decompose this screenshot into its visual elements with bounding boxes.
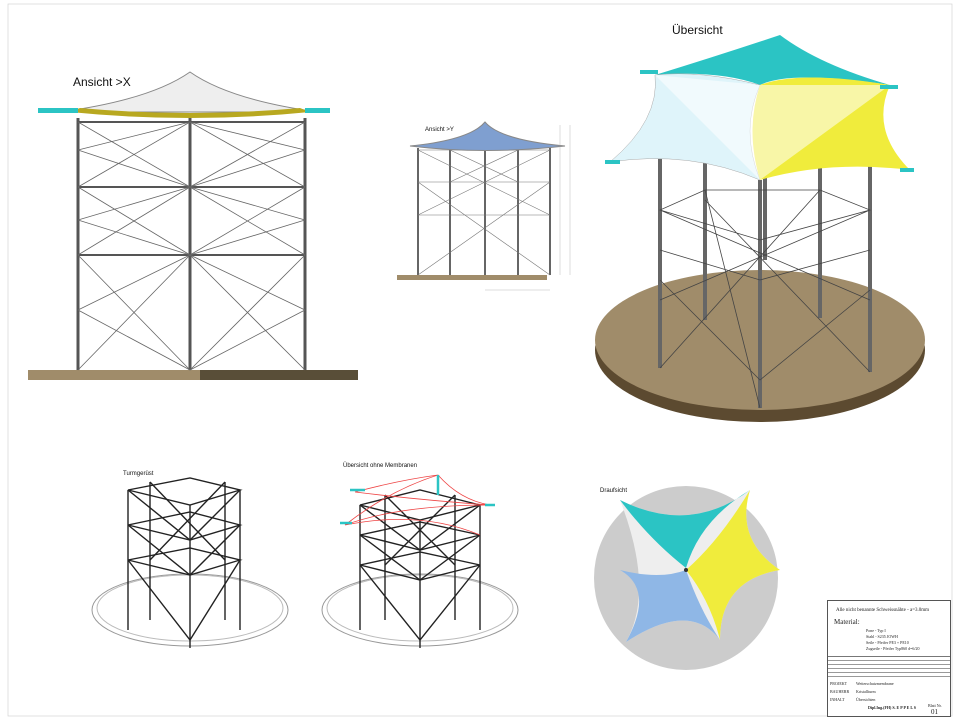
label-no-membranes: Übersicht ohne Membranen [343, 463, 418, 469]
view-front-y [397, 121, 571, 291]
project-value: Wetterschutzmembrane [856, 681, 894, 686]
view-overview [595, 35, 925, 422]
label-tower: Turmgerüst [123, 471, 154, 477]
sheet-number: 01 [931, 708, 938, 716]
label-front-y: Ansicht >Y [425, 127, 454, 133]
material-item: Pone - Typ I [866, 628, 886, 633]
sheet-label: Blatt Nr. [928, 703, 942, 708]
client-label: BAUHERR [830, 689, 850, 694]
engineer: Dipl.Ing.(FH) S. E P P E L S [868, 705, 917, 710]
ground-slab [28, 370, 358, 380]
client-value: Kristallturm [856, 689, 876, 694]
material-heading: Material: [834, 618, 860, 626]
material-item: Zugseile - Pfeifer Typ860 d=6/20 [866, 646, 920, 651]
view-tower [91, 477, 289, 648]
material-item: Seile - Pfeifer PE3 + PE10 [866, 640, 909, 645]
material-item: Stahl - S235 JOWH [866, 634, 898, 639]
label-front-x: Ansicht >X [73, 75, 131, 89]
view-front-x [28, 71, 358, 380]
label-top: Draufsicht [600, 488, 628, 494]
project-label: PROJEKT [830, 681, 848, 686]
content-label: INHALT [830, 697, 845, 702]
title-block: Alle nicht benannte Schweissnähte - a=3.… [827, 600, 951, 717]
view-top [594, 486, 780, 670]
label-overview: Übersicht [672, 23, 723, 37]
weld-note: Alle nicht benannte Schweissnähte - a=3.… [836, 608, 930, 613]
view-no-membranes [321, 474, 519, 648]
content-value: Übersichten [856, 697, 876, 702]
